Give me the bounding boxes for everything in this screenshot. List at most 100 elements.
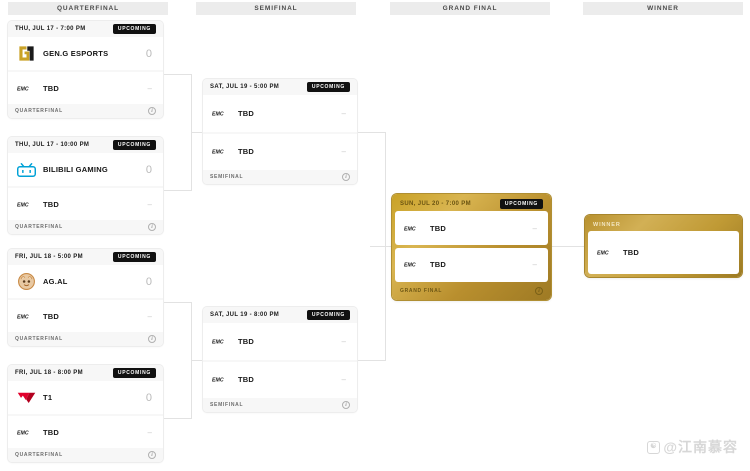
round-label: QUARTERFINAL (15, 336, 63, 342)
team-score: – (147, 83, 152, 93)
match-datetime: SUN, JUL 20 - 7:00 PM (400, 201, 471, 207)
team-score: – (147, 199, 152, 209)
team-row-a[interactable]: EMC TBD – (203, 323, 357, 360)
svg-text:EMC: EMC (17, 202, 29, 208)
winner-card[interactable]: WINNER EMC TBD (585, 215, 742, 277)
emc-placeholder-logo: EMC (17, 79, 36, 98)
emc-placeholder-logo: EMC (212, 370, 231, 389)
team-name: BILIBILI GAMING (43, 165, 108, 174)
connector-sf1-to-gf (357, 132, 385, 133)
connector-sf1-out (191, 132, 203, 133)
team-score: 0 (145, 391, 152, 404)
match-header: FRI, JUL 18 - 5:00 PM UPCOMING (8, 249, 163, 265)
emc-placeholder-logo: EMC (17, 195, 36, 214)
team-row-b[interactable]: EMC TBD – (8, 414, 163, 448)
team-name: AG.AL (43, 277, 68, 286)
info-icon[interactable]: i (148, 223, 156, 231)
round-label: QUARTERFINAL (15, 224, 63, 230)
info-icon[interactable]: i (342, 401, 350, 409)
team-row-a[interactable]: BILIBILI GAMING 0 (8, 153, 163, 186)
status-badge: UPCOMING (112, 140, 156, 150)
match-datetime: THU, JUL 17 - 7:00 PM (15, 26, 86, 32)
round-label: QUARTERFINAL (15, 108, 63, 114)
match-card-quarterfinal-3[interactable]: FRI, JUL 18 - 5:00 PM UPCOMING AG.AL 0 (8, 249, 163, 346)
emc-placeholder-logo: EMC (404, 219, 423, 238)
match-footer: SEMIFINAL i (203, 398, 357, 412)
match-footer: SEMIFINAL i (203, 170, 357, 184)
geng-logo (17, 44, 36, 63)
info-icon[interactable]: i (148, 107, 156, 115)
t1-logo (17, 388, 36, 407)
emc-placeholder-logo: EMC (597, 243, 616, 262)
team-score: – (341, 147, 346, 157)
svg-text:EMC: EMC (597, 250, 609, 256)
team-name: TBD (43, 199, 60, 209)
status-badge: UPCOMING (499, 199, 543, 209)
match-card-quarterfinal-2[interactable]: THU, JUL 17 - 10:00 PM UPCOMING BILIBILI… (8, 137, 163, 234)
team-row-b[interactable]: EMC TBD – (8, 298, 163, 332)
winner-team-row[interactable]: EMC TBD (588, 231, 739, 274)
emc-placeholder-logo: EMC (17, 423, 36, 442)
match-header: SAT, JUL 19 - 8:00 PM UPCOMING (203, 307, 357, 323)
match-card-semifinal-1[interactable]: SAT, JUL 19 - 5:00 PM UPCOMING EMC TBD –… (203, 79, 357, 184)
team-row-a[interactable]: EMC TBD – (203, 95, 357, 132)
match-card-quarterfinal-4[interactable]: FRI, JUL 18 - 8:00 PM UPCOMING T1 0 EMC … (8, 365, 163, 462)
match-footer: QUARTERFINAL i (8, 104, 163, 118)
emc-placeholder-logo: EMC (212, 332, 231, 351)
column-header-winner: WINNER (583, 2, 743, 15)
team-score: – (341, 108, 346, 118)
team-score: 0 (145, 163, 152, 176)
round-label: SEMIFINAL (210, 174, 244, 180)
team-row-b[interactable]: EMC TBD – (203, 359, 357, 398)
team-name: TBD (623, 248, 640, 257)
connector-sf2-to-gf (357, 360, 385, 361)
svg-text:EMC: EMC (17, 314, 29, 320)
team-row-a[interactable]: GEN.G ESPORTS 0 (8, 37, 163, 70)
emc-placeholder-logo: EMC (212, 142, 231, 161)
match-header: SAT, JUL 19 - 5:00 PM UPCOMING (203, 79, 357, 95)
column-header-label: WINNER (647, 5, 679, 12)
connector-sf2-out (191, 360, 203, 361)
team-row-b[interactable]: EMC TBD – (203, 131, 357, 170)
team-score: 0 (145, 47, 152, 60)
watermark: ☯ @江南慕容 (647, 437, 738, 457)
info-icon[interactable]: i (148, 451, 156, 459)
svg-text:EMC: EMC (404, 226, 416, 232)
team-row-a[interactable]: T1 0 (8, 381, 163, 414)
team-name: TBD (238, 375, 255, 385)
emc-placeholder-logo: EMC (17, 307, 36, 326)
column-header-semifinal: SEMIFINAL (196, 2, 356, 15)
team-row-a[interactable]: EMC TBD – (395, 211, 548, 245)
match-header: SUN, JUL 20 - 7:00 PM UPCOMING (395, 197, 548, 211)
svg-text:EMC: EMC (212, 378, 224, 384)
match-card-grand-final[interactable]: SUN, JUL 20 - 7:00 PM UPCOMING EMC TBD –… (392, 194, 551, 300)
match-footer: QUARTERFINAL i (8, 332, 163, 346)
team-score: – (147, 427, 152, 437)
status-badge: UPCOMING (112, 24, 156, 34)
match-header: FRI, JUL 18 - 8:00 PM UPCOMING (8, 365, 163, 381)
svg-text:EMC: EMC (212, 150, 224, 156)
connector-gf-in (370, 246, 392, 247)
winner-label: WINNER (593, 221, 621, 228)
round-label: GRAND FINAL (400, 287, 443, 294)
team-row-b[interactable]: EMC TBD – (8, 70, 163, 104)
svg-text:EMC: EMC (212, 111, 224, 117)
svg-text:EMC: EMC (212, 339, 224, 345)
info-icon[interactable]: i (535, 286, 543, 295)
match-card-semifinal-2[interactable]: SAT, JUL 19 - 8:00 PM UPCOMING EMC TBD –… (203, 307, 357, 412)
status-badge: UPCOMING (112, 368, 156, 378)
agal-logo (17, 272, 36, 291)
info-icon[interactable]: i (148, 335, 156, 343)
info-icon[interactable]: i (342, 173, 350, 181)
team-row-b[interactable]: EMC TBD – (8, 186, 163, 220)
team-row-b[interactable]: EMC TBD – (395, 247, 548, 282)
round-label: SEMIFINAL (210, 402, 244, 408)
match-card-quarterfinal-1[interactable]: THU, JUL 17 - 7:00 PM UPCOMING GEN.G ESP… (8, 21, 163, 118)
team-name: T1 (43, 393, 53, 402)
team-row-a[interactable]: AG.AL 0 (8, 265, 163, 298)
column-header-label: SEMIFINAL (254, 5, 298, 12)
emc-placeholder-logo: EMC (212, 104, 231, 123)
watermark-badge-icon: ☯ (647, 440, 661, 454)
column-header-label: GRAND FINAL (442, 5, 498, 12)
